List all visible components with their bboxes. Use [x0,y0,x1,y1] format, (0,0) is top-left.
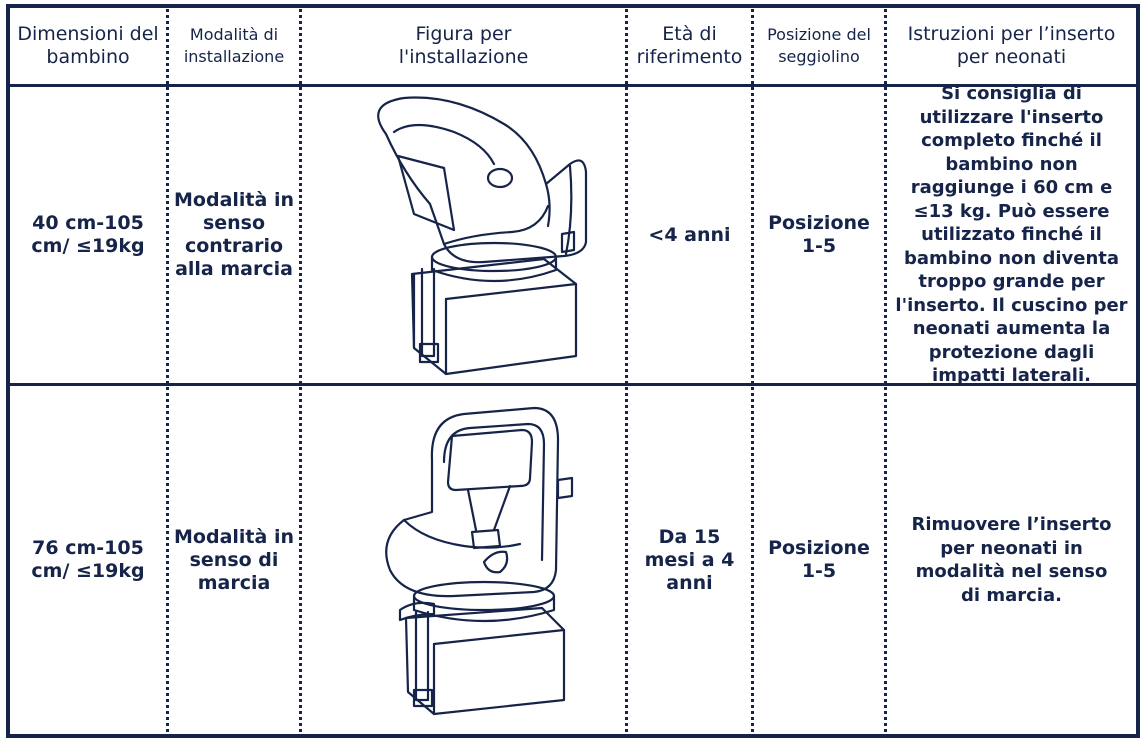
row2-size: 76 cm-105 cm/ ≤19kg [31,537,145,582]
row1-position: Posizione 1-5 [768,212,870,257]
row2-mode: Modalità in senso di marcia [174,525,294,594]
row1-instructions: Si consiglia di utilizzare l'inserto com… [895,83,1128,387]
header-age: Età di riferimento [636,23,743,68]
row1-age: <4 anni [648,223,731,246]
header-figure: Figura per l'installazione [398,23,529,68]
column-divider [751,4,754,738]
row1-size: 40 cm-105 cm/ ≤19kg [31,212,145,257]
row1-mode: Modalità in senso contrario alla marcia [174,189,294,280]
header-divider [6,84,1140,87]
rear-facing-seat-icon [376,96,587,376]
forward-facing-seat-icon [384,406,573,716]
header-position: Posizione del seggiolino [767,25,871,66]
column-divider [625,4,628,738]
header-mode: Modalità di installazione [183,25,285,66]
header-instructions: Istruzioni per l’inserto per neonati [907,23,1116,68]
row2-instructions: Rimuovere l’inserto per neonati in modal… [911,514,1112,606]
column-divider [299,4,302,738]
row1-figure [302,87,625,383]
row2-figure [302,386,625,734]
header-size: Dimensioni del bambino [17,23,159,68]
row-divider [6,383,1140,386]
column-divider [884,4,887,738]
installation-table: Dimensioni del bambino Modalità di insta… [6,4,1140,738]
row2-age: Da 15 mesi a 4 anni [644,525,735,594]
row2-position: Posizione 1-5 [768,537,870,582]
table-border [6,4,1140,738]
column-divider [166,4,169,738]
